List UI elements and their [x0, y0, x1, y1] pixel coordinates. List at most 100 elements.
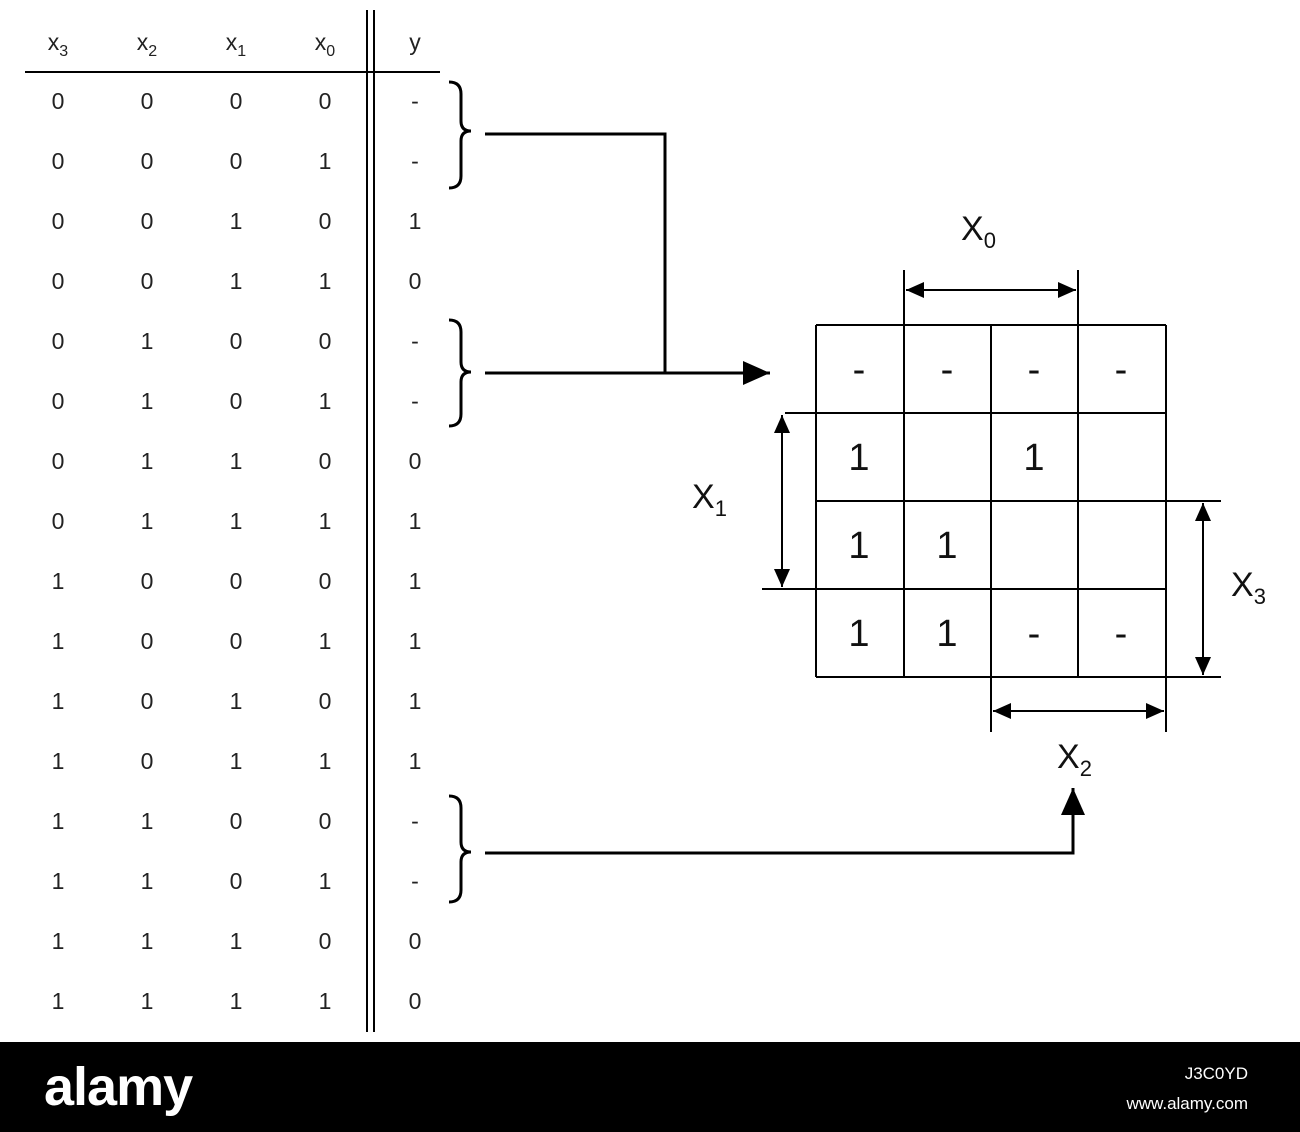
kmap-cell: - — [853, 349, 866, 391]
truth-table-cell: 0 — [319, 328, 332, 354]
truth-table-cell: 0 — [141, 268, 154, 294]
truth-table-cell: - — [411, 808, 419, 834]
truth-table: x3 x2 x1 x0 y 0 0 0 0 - 0 0 0 1 - 0 0 1 0 1 0 0 1 1 0 0 1 0 0 - 0 1 0 1 - 0… — [48, 29, 422, 1014]
truth-table-header: x2 — [137, 29, 158, 60]
truth-table-cell: 1 — [230, 448, 243, 474]
connector-group-1 — [485, 132, 667, 373]
truth-table-cell: 1 — [141, 508, 154, 534]
truth-table-cell: 1 — [230, 928, 243, 954]
truth-table-cell: 1 — [409, 208, 422, 234]
brace-group-2 — [448, 318, 472, 428]
kmap-cell: - — [1115, 349, 1128, 391]
truth-table-cell: 0 — [409, 928, 422, 954]
truth-table-cell: 1 — [409, 628, 422, 654]
truth-table-cell: 1 — [319, 148, 332, 174]
truth-table-cell: 0 — [230, 328, 243, 354]
truth-table-cell: 1 — [52, 808, 65, 834]
kmap-cell: 1 — [936, 613, 957, 655]
truth-table-cell: 1 — [52, 748, 65, 774]
kmap-cell: 1 — [848, 525, 869, 567]
truth-table-cell: 0 — [141, 88, 154, 114]
truth-table-cell: - — [411, 388, 419, 414]
truth-table-cell: 0 — [409, 448, 422, 474]
truth-table-cell: 0 — [141, 688, 154, 714]
truth-table-cell: 0 — [141, 628, 154, 654]
kmap-cell: 1 — [848, 613, 869, 655]
watermark-bar: alamy J3C0YD www.alamy.com — [0, 1042, 1300, 1132]
truth-table-cell: 1 — [52, 988, 65, 1014]
truth-table-cell: 0 — [319, 808, 332, 834]
truth-table-cell: 0 — [52, 268, 65, 294]
truth-table-cell: 0 — [230, 868, 243, 894]
truth-table-cell: - — [411, 148, 419, 174]
truth-table-cell: 0 — [319, 568, 332, 594]
truth-table-cell: 1 — [141, 868, 154, 894]
truth-table-cell: 0 — [319, 448, 332, 474]
truth-table-cell: 1 — [230, 688, 243, 714]
truth-table-cell: 0 — [52, 148, 65, 174]
truth-table-cell: 1 — [230, 748, 243, 774]
truth-table-cell: 1 — [141, 928, 154, 954]
truth-table-cell: 1 — [230, 508, 243, 534]
truth-table-cell: 0 — [141, 568, 154, 594]
truth-table-cell: 1 — [141, 328, 154, 354]
truth-table-cell: 1 — [319, 508, 332, 534]
kmap-cell: - — [1115, 613, 1128, 655]
truth-table-cell: 1 — [141, 448, 154, 474]
truth-table-cell: 1 — [230, 208, 243, 234]
truth-table-cell: 0 — [52, 508, 65, 534]
truth-table-cell: 0 — [409, 268, 422, 294]
truth-table-header: y — [409, 29, 421, 55]
truth-table-cell: 1 — [52, 568, 65, 594]
kmap-grid — [762, 270, 1221, 732]
brand-logo: alamy — [44, 1057, 193, 1117]
kmap-cell: - — [941, 349, 954, 391]
truth-table-cell: 0 — [319, 928, 332, 954]
truth-table-cell: 0 — [319, 688, 332, 714]
kmap-cell: - — [1028, 349, 1041, 391]
truth-table-cell: 0 — [52, 388, 65, 414]
truth-table-cell: 0 — [52, 208, 65, 234]
truth-table-cell: 0 — [230, 88, 243, 114]
truth-table-cell: 1 — [52, 688, 65, 714]
truth-table-header: x0 — [315, 29, 336, 60]
truth-table-cell: 0 — [409, 988, 422, 1014]
truth-table-cell: 1 — [319, 868, 332, 894]
truth-table-cell: 0 — [319, 88, 332, 114]
truth-table-cell: 1 — [52, 628, 65, 654]
truth-table-header: x3 — [48, 29, 69, 60]
truth-table-cell: 1 — [319, 988, 332, 1014]
kmap-label-x0: X0 — [961, 210, 996, 253]
truth-table-cell: 0 — [52, 328, 65, 354]
truth-table-cell: 1 — [230, 988, 243, 1014]
brace-group-3 — [448, 794, 472, 904]
truth-table-cell: - — [411, 328, 419, 354]
image-code: J3C0YD — [1184, 1064, 1248, 1083]
truth-table-cell: 1 — [409, 568, 422, 594]
truth-table-cell: 1 — [319, 748, 332, 774]
truth-table-cell: 1 — [319, 268, 332, 294]
kmap-label-x1: X1 — [692, 478, 727, 521]
kmap-cell: - — [1028, 613, 1041, 655]
truth-table-header: x1 — [226, 29, 247, 60]
site-url: www.alamy.com — [1126, 1094, 1248, 1113]
truth-table-cell: 1 — [409, 688, 422, 714]
truth-table-cell: 0 — [230, 628, 243, 654]
karnaugh-diagram: x3 x2 x1 x0 y 0 0 0 0 - 0 0 0 1 - 0 0 1 0 1 0 0 1 1 0 0 1 0 0 - 0 1 0 1 - 0… — [25, 10, 1266, 1032]
truth-table-cell: 1 — [141, 988, 154, 1014]
truth-table-cell: 0 — [141, 748, 154, 774]
truth-table-cell: 0 — [230, 388, 243, 414]
truth-table-cell: 1 — [52, 868, 65, 894]
truth-table-cell: 1 — [409, 748, 422, 774]
kmap-cell: 1 — [936, 525, 957, 567]
truth-table-cell: 0 — [230, 808, 243, 834]
truth-table-cell: 1 — [319, 388, 332, 414]
truth-table-cell: 1 — [141, 808, 154, 834]
truth-table-cell: 0 — [319, 208, 332, 234]
truth-table-cell: - — [411, 868, 419, 894]
kmap-label-x3: X3 — [1231, 566, 1266, 609]
kmap-cell: 1 — [1023, 437, 1044, 479]
truth-table-cell: 0 — [141, 148, 154, 174]
kmap-label-x2: X2 — [1057, 738, 1092, 781]
